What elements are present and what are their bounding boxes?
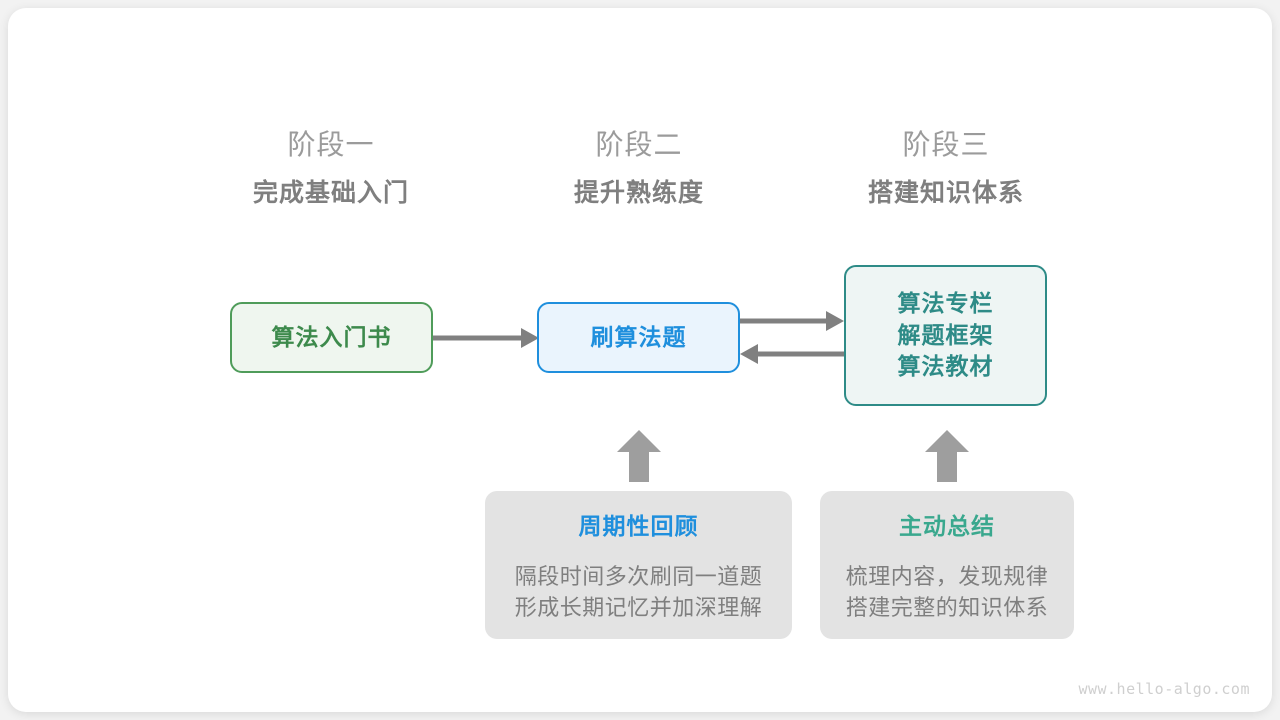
card-summary-body: 梳理内容，发现规律 搭建完整的知识体系 bbox=[846, 561, 1049, 623]
card-review-body: 隔段时间多次刷同一道题 形成长期记忆并加深理解 bbox=[515, 561, 763, 623]
stage-header-1: 阶段一 完成基础入门 bbox=[201, 128, 461, 208]
stage-header-2: 阶段二 提升熟练度 bbox=[509, 128, 769, 208]
card-review-title: 周期性回顾 bbox=[578, 512, 699, 539]
stage-3-label: 阶段三 bbox=[902, 129, 990, 160]
stage-2-subtitle: 提升熟练度 bbox=[573, 178, 704, 207]
stage-1-label: 阶段一 bbox=[287, 129, 375, 160]
card-summary-body-line-2: 搭建完整的知识体系 bbox=[845, 595, 1049, 620]
node-knowledge-line-1: 算法专栏 bbox=[897, 289, 994, 316]
node-book-line-1: 算法入门书 bbox=[271, 323, 392, 350]
node-practice-problems[interactable]: 刷算法题 bbox=[537, 302, 740, 373]
node-knowledge-line-3: 算法教材 bbox=[897, 353, 994, 380]
stage-2-label: 阶段二 bbox=[595, 129, 683, 160]
stage-header-3: 阶段三 搭建知识体系 bbox=[816, 128, 1076, 208]
node-practice-line-1: 刷算法题 bbox=[590, 323, 687, 350]
watermark-url: www.hello-algo.com bbox=[1078, 680, 1250, 698]
card-summary-title: 主动总结 bbox=[899, 512, 995, 539]
node-knowledge-resources[interactable]: 算法专栏 解题框架 算法教材 bbox=[844, 265, 1047, 406]
stage-3-subtitle: 搭建知识体系 bbox=[867, 178, 1024, 207]
card-active-summary[interactable]: 主动总结 梳理内容，发现规律 搭建完整的知识体系 bbox=[820, 491, 1074, 639]
card-review-body-line-2: 形成长期记忆并加深理解 bbox=[514, 595, 763, 620]
card-periodic-review[interactable]: 周期性回顾 隔段时间多次刷同一道题 形成长期记忆并加深理解 bbox=[485, 491, 792, 639]
card-review-body-line-1: 隔段时间多次刷同一道题 bbox=[514, 563, 763, 589]
card-summary-body-line-1: 梳理内容，发现规律 bbox=[845, 563, 1049, 589]
node-knowledge-line-2: 解题框架 bbox=[897, 321, 994, 348]
node-algorithm-intro-book[interactable]: 算法入门书 bbox=[230, 302, 433, 373]
stage-1-subtitle: 完成基础入门 bbox=[252, 178, 409, 207]
